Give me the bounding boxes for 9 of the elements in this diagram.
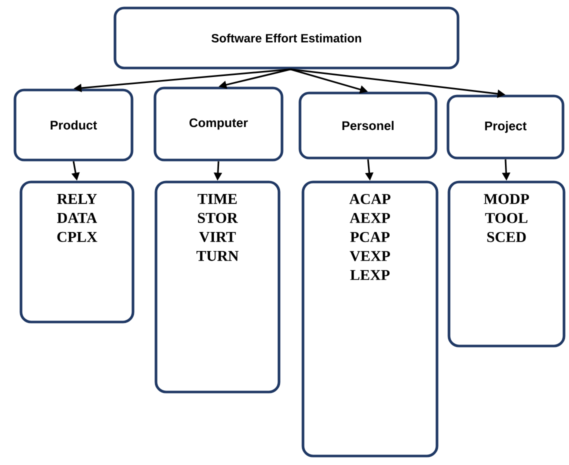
factor-list-box: MODP TOOL SCED (448, 180, 566, 348)
category-box: Project (446, 94, 564, 160)
category-box: Product (14, 88, 134, 162)
title-box: Software Effort Estimation (114, 6, 460, 70)
factor-list-box: RELY DATA CPLX (20, 180, 134, 324)
factor-list-box: TIME STOR VIRT TURN (154, 180, 280, 394)
category-box: Personel (298, 92, 438, 160)
category-box: Computer (154, 86, 284, 162)
factor-list-box: ACAP AEXP PCAP VEXP LEXP (302, 180, 438, 458)
